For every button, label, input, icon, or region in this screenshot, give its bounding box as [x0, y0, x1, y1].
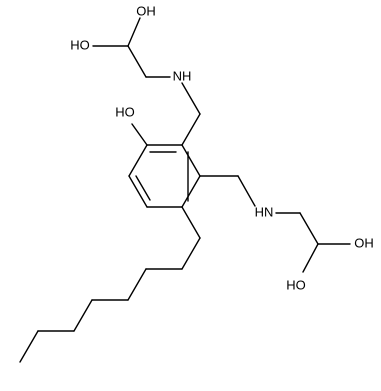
lower-oh-bond-2: [302, 243, 319, 273]
octyl-bond-4: [127, 268, 147, 301]
octyl-chain: [19, 206, 201, 363]
ring-bond-2: [181, 144, 201, 177]
lower-oh-label-2: HO: [286, 277, 306, 292]
lower-oh-label-1: OH: [354, 235, 374, 250]
ring-bond-6: [128, 144, 148, 177]
octyl-bond-6: [73, 299, 93, 332]
upper-ch2-bond-1: [181, 113, 201, 146]
lower-hn-label: HN: [255, 204, 274, 219]
upper-oh-label-1: OH: [136, 3, 156, 18]
benzene-ring: [128, 144, 201, 208]
octyl-bond-2: [181, 237, 201, 270]
lower-ch2-bond-2: [237, 175, 256, 207]
upper-side-chain: NH OH HO: [70, 3, 201, 146]
ring-oh-bond: [131, 123, 148, 146]
lower-c-c-bond: [299, 212, 319, 245]
upper-nh-label: NH: [173, 68, 192, 83]
upper-oh-bond-1: [127, 17, 141, 47]
octyl-bond-8: [19, 330, 39, 363]
ring-bond-3: [181, 175, 201, 208]
ring-bond-5: [128, 175, 148, 208]
ring-oh-label: HO: [115, 104, 135, 119]
octyl-bond-1: [181, 206, 201, 239]
ring-hydroxyl-group: HO: [115, 104, 148, 146]
upper-ch2-bond-2: [181, 82, 201, 115]
upper-c-c-bond: [127, 45, 147, 78]
lower-side-chain: HN OH HO: [199, 175, 374, 292]
ring-double-bond-2: [135, 175, 151, 201]
upper-oh-label-2: HO: [70, 37, 90, 52]
